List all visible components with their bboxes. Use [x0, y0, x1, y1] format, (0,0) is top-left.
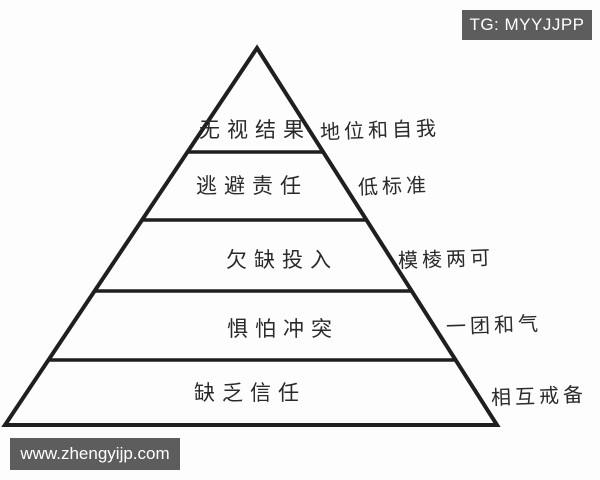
watermark: www.zhengyijp.com	[10, 438, 180, 470]
pyramid-triangle	[1, 44, 501, 427]
level-label-3: 欠缺投入	[226, 249, 338, 272]
side-label-4: 一团和气	[445, 313, 543, 339]
side-label-2: 低标准	[357, 174, 431, 200]
tg-badge: TG: MYYJJPP	[462, 10, 592, 40]
side-label-3: 模棱两可	[397, 247, 495, 273]
level-label-4: 惧怕冲突	[227, 318, 339, 341]
side-label-5: 相互戒备	[490, 384, 588, 410]
side-label-1: 地位和自我	[319, 117, 441, 145]
level-label-2: 逃避责任	[196, 175, 308, 198]
level-label-5: 缺乏信任	[194, 382, 306, 405]
level-label-1: 无视结果	[199, 119, 311, 142]
